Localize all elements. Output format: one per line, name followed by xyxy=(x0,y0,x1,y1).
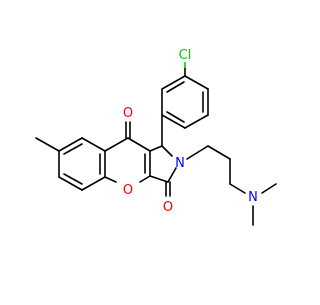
chlorophenyl-ring xyxy=(161,75,209,129)
chain-bond xyxy=(229,183,246,194)
ring-oxygen-label: O xyxy=(123,183,133,198)
amide-nitrogen-label: N xyxy=(175,156,185,171)
bond xyxy=(139,175,151,183)
bond xyxy=(161,114,186,129)
methyl-bond xyxy=(35,137,60,152)
chain-bond xyxy=(186,145,209,160)
bond xyxy=(184,114,209,129)
bond xyxy=(161,145,173,157)
bond xyxy=(166,81,185,93)
bond xyxy=(58,176,83,191)
amine-nitrogen-label: N xyxy=(248,190,258,205)
bond xyxy=(166,111,185,123)
chain-bond xyxy=(207,145,231,160)
n-methyl-bond xyxy=(261,183,277,194)
bond xyxy=(81,137,106,152)
bond xyxy=(104,176,117,183)
pyrrolone-ring xyxy=(149,145,177,183)
bond xyxy=(161,75,186,90)
bond xyxy=(63,143,83,155)
bond xyxy=(127,137,151,152)
benzo-ring xyxy=(58,137,106,191)
structure-canvas: Cl O O O N xyxy=(0,0,300,300)
bond xyxy=(81,176,106,191)
bond xyxy=(149,145,163,152)
bond xyxy=(184,75,209,90)
bond xyxy=(149,175,169,183)
chlorine-label: Cl xyxy=(179,48,192,63)
bond xyxy=(167,167,177,183)
bond xyxy=(104,137,129,152)
molecule-structure: Cl O O O N xyxy=(0,0,300,300)
bond xyxy=(58,137,83,152)
bond xyxy=(63,173,83,185)
background xyxy=(0,0,300,300)
lactam-oxygen-label: O xyxy=(163,200,173,215)
ketone-oxygen-label: O xyxy=(123,106,133,121)
pyranone-ring xyxy=(104,137,151,183)
